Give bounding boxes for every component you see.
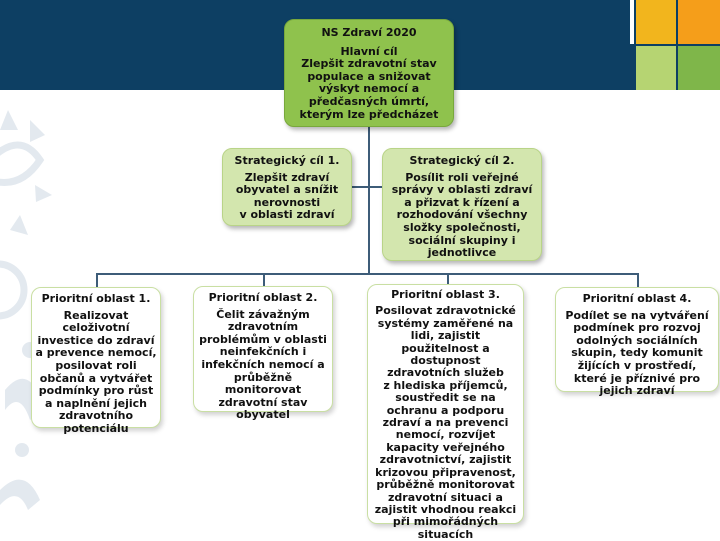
connector-strategic-horizontal [340, 186, 383, 188]
priority-area-3-title: Prioritní oblast 3. [391, 288, 500, 301]
priority-area-3-text: Posilovat zdravotnické systémy zaměřené … [374, 304, 517, 541]
accent-square-white [630, 0, 634, 44]
connector-priority-3 [447, 273, 449, 285]
priority-area-4-text: Podílet se na vytváření podmínek pro roz… [565, 308, 709, 398]
connector-priority-2 [263, 273, 265, 287]
strategic-goal-2-box: Strategický cíl 2. Posílit roli veřejné … [382, 148, 542, 261]
connector-top-vertical [368, 127, 370, 274]
priority-area-2-title: Prioritní oblast 2. [208, 291, 318, 304]
priority-area-3-box: Prioritní oblast 3. Posilovat zdravotnic… [367, 284, 524, 540]
strategic-goal-1-text: Zlepšit zdraví obyvatel a snížit nerovno… [235, 170, 339, 222]
strategic-goal-2-text: Posílit roli veřejné správy v oblasti zd… [391, 170, 533, 260]
main-goal-box: NS Zdraví 2020 Hlavní cíl Zlepšit zdravo… [284, 19, 454, 127]
main-goal-text: Zlepšit zdravotní stav populace a snižov… [299, 57, 439, 121]
priority-area-4-box: Prioritní oblast 4. Podílet se na vytvář… [555, 287, 719, 397]
strategic-goal-2-title: Strategický cíl 2. [409, 154, 515, 167]
strategic-goal-1-box: Strategický cíl 1. Zlepšit zdraví obyvat… [222, 148, 352, 226]
priority-area-4-title: Prioritní oblast 4. [582, 292, 692, 305]
connector-priority-horizontal [96, 273, 639, 275]
accent-square-yellow [636, 0, 676, 44]
main-goal-subtitle: Hlavní cíl [340, 44, 398, 58]
main-goal-title: NS Zdraví 2020 [321, 26, 417, 39]
priority-area-2-box: Prioritní oblast 2. Čelit závažným zdrav… [193, 286, 333, 421]
accent-square-green [678, 46, 720, 90]
priority-area-1-text: Realizovat celoživotní investice do zdra… [35, 308, 157, 435]
accent-square-lightgreen [636, 46, 676, 90]
accent-square-orange [678, 0, 720, 44]
priority-area-2-text: Čelit závažným zdravotním problémům v ob… [199, 307, 327, 422]
strategic-goal-1-title: Strategický cíl 1. [234, 154, 340, 167]
priority-area-1-title: Prioritní oblast 1. [41, 292, 151, 305]
priority-area-1-box: Prioritní oblast 1. Realizovat celoživot… [31, 287, 161, 435]
connector-priority-4 [637, 273, 639, 288]
connector-priority-1 [96, 273, 98, 288]
